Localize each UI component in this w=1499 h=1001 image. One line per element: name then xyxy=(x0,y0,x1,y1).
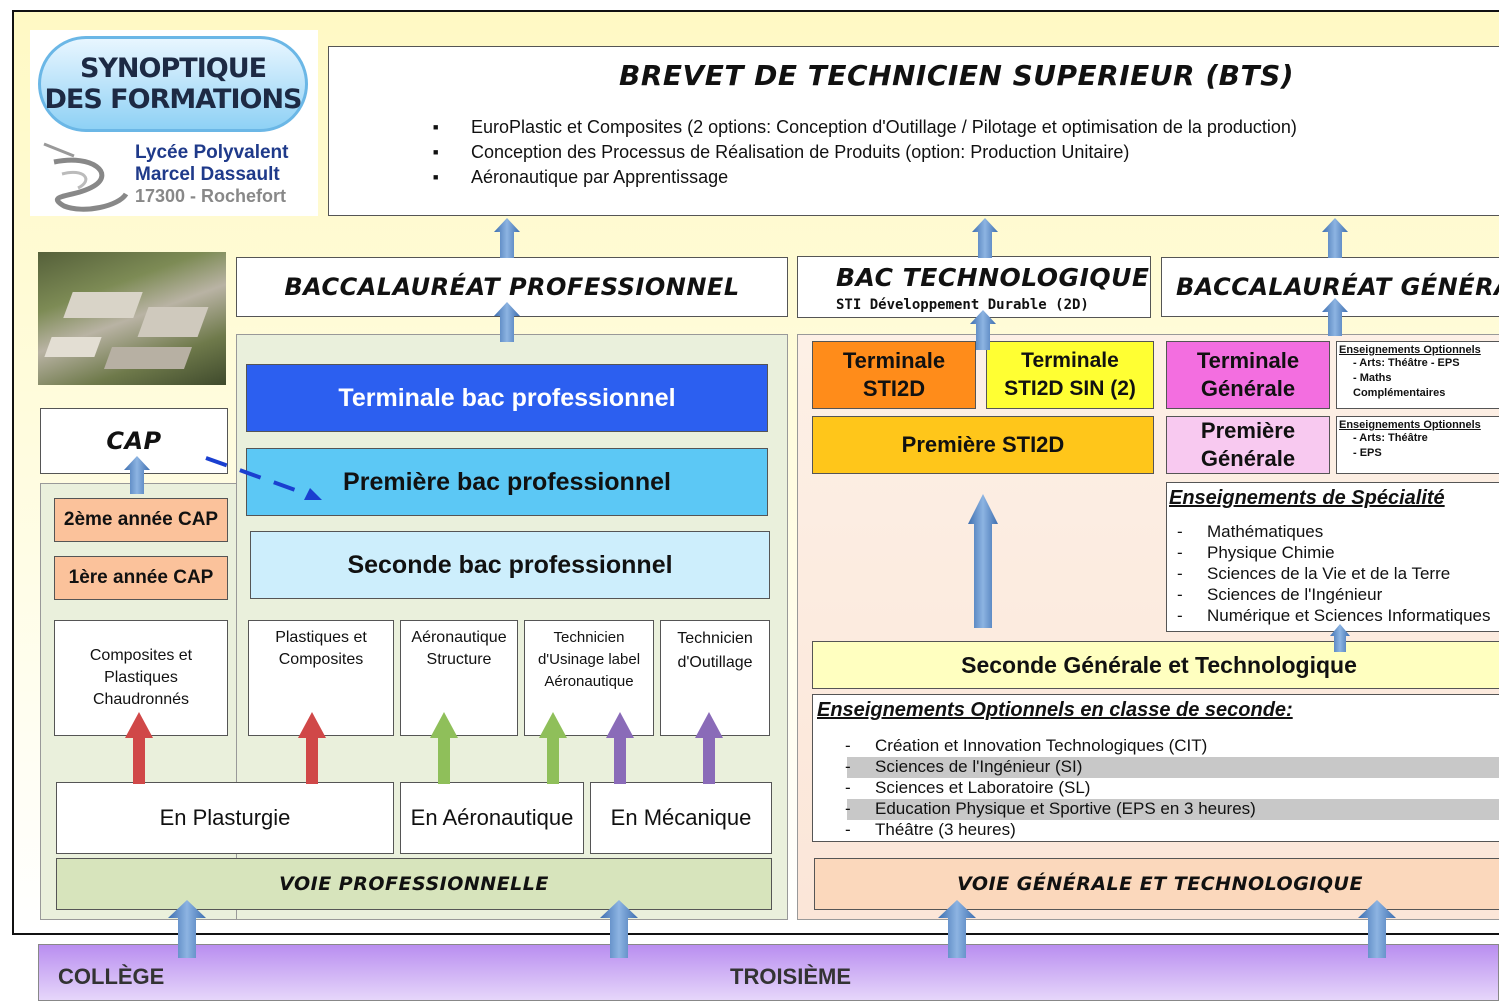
college-level: TROISIÈME xyxy=(730,964,852,989)
dashed-transition-arrow-icon xyxy=(205,456,322,500)
specialite-item: Sciences de la Vie et de la Terre xyxy=(1167,563,1490,584)
bts-item: Aéronautique par Apprentissage xyxy=(433,165,1297,190)
seconde-option-item: Sciences et Laboratoire (SL) xyxy=(835,777,1256,798)
seconde-options-title: Enseignements Optionnels en classe de se… xyxy=(817,699,1293,721)
school-line2: Marcel Dassault xyxy=(135,164,280,185)
opt-premiere-item: - EPS xyxy=(1353,447,1382,459)
terminale-sti2d-sin: Terminale STI2D SIN (2) xyxy=(986,341,1154,409)
specialites-list: Mathématiques Physique Chimie Sciences d… xyxy=(1167,521,1490,626)
bts-item: EuroPlastic et Composites (2 options: Co… xyxy=(433,115,1297,140)
bts-item: Conception des Processus de Réalisation … xyxy=(433,140,1297,165)
seconde-option-item: Sciences de l'Ingénieur (SI) xyxy=(835,756,1256,777)
specialty-composites: Composites et Plastiques Chaudronnés xyxy=(54,620,228,736)
bac-techno-title: BAC TECHNOLOGIQUE xyxy=(836,263,1150,292)
specialite-item: Numérique et Sciences Informatiques xyxy=(1167,605,1490,626)
logo: SYNOPTIQUE DES FORMATIONS Lycée Polyvale… xyxy=(30,30,318,216)
school-line3: 17300 - Rochefort xyxy=(135,186,287,206)
domain-mecanique: En Mécanique xyxy=(590,782,772,854)
logo-title-line2: DES FORMATIONS xyxy=(44,84,302,115)
bac-techno-subtitle: STI Développement Durable (2D) xyxy=(836,297,1089,313)
terminale-sti2d: Terminale STI2D xyxy=(812,341,976,409)
opt-terminale-item: - Maths Complémentaires xyxy=(1353,372,1446,399)
opt-premiere-item: - Arts: Théâtre xyxy=(1353,432,1428,444)
school-aerial-photo xyxy=(38,252,226,385)
specialty-usinage: Technicien d'Usinage label Aéronautique xyxy=(524,620,654,736)
specialite-item: Sciences de l'Ingénieur xyxy=(1167,584,1490,605)
seconde-option-item: Création et Innovation Technologiques (C… xyxy=(835,735,1256,756)
school-name: Lycée Polyvalent Marcel Dassault 17300 -… xyxy=(135,142,315,207)
red-arrow-icon xyxy=(125,712,326,784)
cap-year2: 2ème année CAP xyxy=(54,498,228,542)
seconde-gt: Seconde Générale et Technologique xyxy=(812,641,1499,689)
logo-title-badge: SYNOPTIQUE DES FORMATIONS xyxy=(38,36,308,132)
bac-techno-header: BAC TECHNOLOGIQUE STI Développement Dura… xyxy=(797,256,1151,318)
college-label: COLLÈGE xyxy=(58,964,165,989)
swoosh-logo-icon xyxy=(43,142,129,212)
specialites-box: Enseignements de Spécialité Mathématique… xyxy=(1166,482,1499,632)
terminale-bac-pro: Terminale bac professionnel xyxy=(246,364,768,432)
specialite-item: Physique Chimie xyxy=(1167,542,1490,563)
premiere-bac-pro: Première bac professionnel xyxy=(246,448,768,516)
premiere-generale: Première Générale xyxy=(1166,416,1330,474)
specialite-item: Mathématiques xyxy=(1167,521,1490,542)
voie-professionnelle: VOIE PROFESSIONNELLE xyxy=(56,858,772,910)
voie-generale-technologique: VOIE GÉNÉRALE ET TECHNOLOGIQUE xyxy=(814,858,1499,910)
green-arrow-icon xyxy=(430,712,567,784)
bts-box: BREVET DE TECHNICIEN SUPERIEUR (BTS) Eur… xyxy=(328,46,1499,216)
specialty-aero-structure: Aéronautique Structure xyxy=(400,620,518,736)
purple-arrow-icon xyxy=(606,712,723,784)
terminale-generale: Terminale Générale xyxy=(1166,341,1330,409)
opt-terminale-box: Enseignements Optionnels - Arts: Théâtre… xyxy=(1336,341,1499,409)
opt-premiere-box: Enseignements Optionnels - Arts: Théâtre… xyxy=(1336,416,1499,474)
premiere-sti2d: Première STI2D xyxy=(812,416,1154,474)
seconde-options-list: Création et Innovation Technologiques (C… xyxy=(835,735,1256,840)
seconde-option-item: Théâtre (3 heures) xyxy=(835,819,1256,840)
specialites-title: Enseignements de Spécialité xyxy=(1169,487,1445,509)
specialty-plastiques: Plastiques et Composites xyxy=(248,620,394,736)
bts-list: EuroPlastic et Composites (2 options: Co… xyxy=(433,115,1297,190)
bts-title: BREVET DE TECHNICIEN SUPERIEUR (BTS) xyxy=(619,59,1295,92)
seconde-option-item: Education Physique et Sportive (EPS en 3… xyxy=(835,798,1256,819)
seconde-options-box: Enseignements Optionnels en classe de se… xyxy=(812,694,1499,842)
domain-aeronautique: En Aéronautique xyxy=(400,782,584,854)
domain-plasturgie: En Plasturgie xyxy=(56,782,394,854)
opt-terminale-item: - Arts: Théâtre - EPS xyxy=(1353,357,1460,369)
cap-year1: 1ère année CAP xyxy=(54,556,228,600)
seconde-bac-pro: Seconde bac professionnel xyxy=(250,531,770,599)
opt-premiere-title: Enseignements Optionnels xyxy=(1339,419,1481,431)
opt-terminale-title: Enseignements Optionnels xyxy=(1339,344,1481,356)
logo-title-line1: SYNOPTIQUE xyxy=(79,53,267,84)
bac-general-title: BACCALAURÉAT GÉNÉRAL xyxy=(1161,257,1499,317)
school-line1: Lycée Polyvalent xyxy=(135,142,289,163)
bac-pro-title: BACCALAURÉAT PROFESSIONNEL xyxy=(236,257,788,317)
up-arrow-icon xyxy=(124,218,1396,958)
